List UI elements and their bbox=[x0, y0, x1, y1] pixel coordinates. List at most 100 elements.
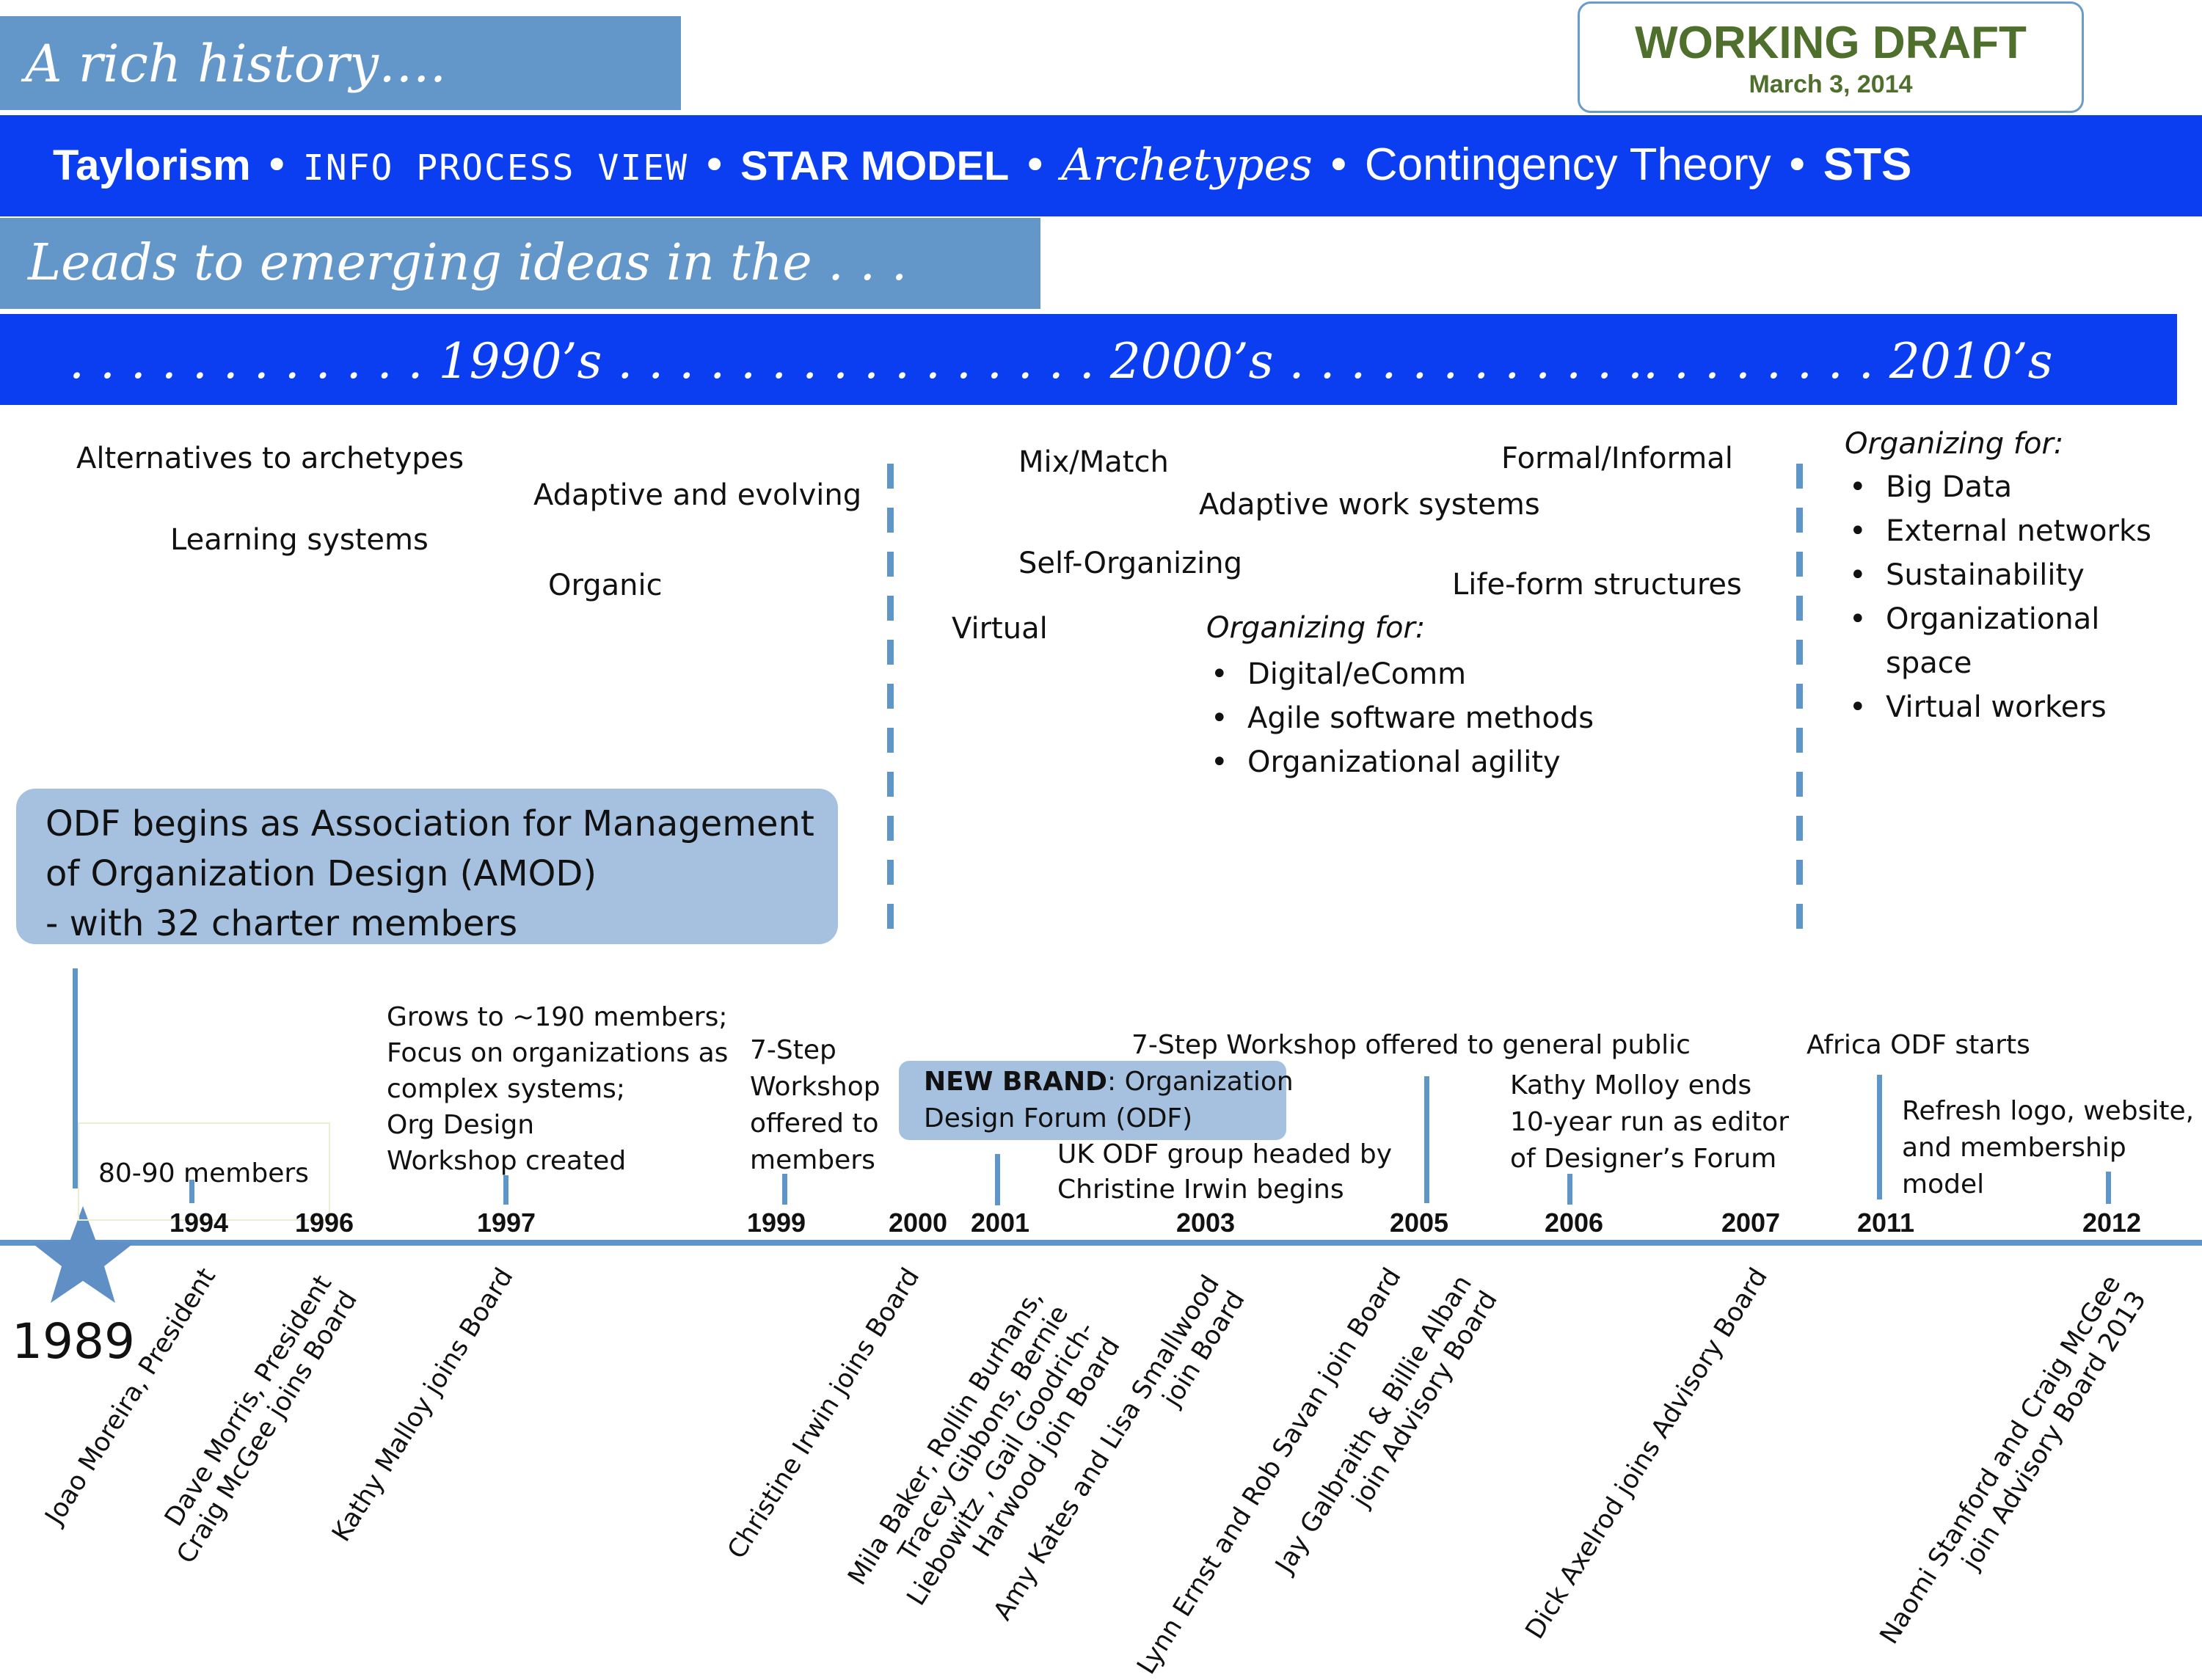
bullet-item: Virtual workers bbox=[1845, 685, 2151, 729]
board-line: join Advisory Board bbox=[1346, 1286, 1503, 1513]
new-brand-bold: NEW BRAND bbox=[924, 1067, 1107, 1097]
theory-sts: STS bbox=[1823, 139, 1912, 190]
event-members-8090: 80-90 members bbox=[98, 1158, 309, 1188]
theories-band: Taylorism • INFO PROCESS VIEW • STAR MOD… bbox=[0, 115, 2202, 216]
decades-row: . . . . . . . . . . . . 1990’s . . . . .… bbox=[69, 333, 2053, 390]
event-line: Workshop bbox=[750, 1072, 881, 1102]
timeline-tick bbox=[1877, 1075, 1882, 1199]
bullet-sep: • bbox=[1326, 140, 1352, 190]
idea-mixmatch: Mix/Match bbox=[1018, 445, 1169, 479]
odf-origin-box: ODF begins as Association for Management… bbox=[16, 789, 838, 944]
event-line: of Designer’s Forum bbox=[1510, 1144, 1777, 1174]
year-label: 2005 bbox=[1389, 1208, 1449, 1238]
bullet-sep: • bbox=[701, 140, 727, 190]
timeline-axis bbox=[0, 1240, 2202, 1246]
bullet-item: External networks bbox=[1845, 509, 2151, 553]
odf-line: - with 32 charter members bbox=[45, 903, 518, 944]
board-axelrod: Dick Axelrod joins Advisory Board bbox=[1520, 1263, 1774, 1645]
event-molloy: Kathy Molloy ends 10-year run as editor … bbox=[1510, 1067, 1789, 1177]
leads-band: Leads to emerging ideas in the . . . bbox=[0, 218, 1040, 309]
leads-text: Leads to emerging ideas in the . . . bbox=[28, 234, 908, 292]
year-label: 2011 bbox=[1856, 1208, 1915, 1238]
event-line: Christine Irwin begins bbox=[1057, 1175, 1344, 1205]
event-line: 7-Step bbox=[750, 1035, 836, 1065]
event-7step-members: 7-Step Workshop offered to members bbox=[750, 1032, 881, 1179]
idea-learning: Learning systems bbox=[170, 523, 429, 557]
year-label: 2006 bbox=[1544, 1208, 1604, 1238]
year-label: 1999 bbox=[746, 1208, 806, 1238]
new-brand-line1: NEW BRAND: Organization bbox=[924, 1064, 1294, 1100]
board-line: join Advisory Board 2013 bbox=[1956, 1286, 2152, 1575]
new-brand-rest: : Organization bbox=[1107, 1067, 1294, 1097]
event-7step-public: 7-Step Workshop offered to general publi… bbox=[1131, 1030, 1691, 1060]
idea-lifeform: Life-form structures bbox=[1452, 568, 1742, 602]
event-line: Grows to ~190 members; bbox=[387, 1002, 728, 1032]
bullet-item: Digital/eComm bbox=[1206, 652, 1594, 696]
year-label: 2000 bbox=[888, 1208, 948, 1238]
idea-self-organizing: Self-Organizing bbox=[1018, 547, 1242, 580]
timeline-tick bbox=[1567, 1174, 1572, 1205]
timeline-tick bbox=[782, 1174, 787, 1205]
board-stanford: Naomi Stanford and Craig McGee join Advi… bbox=[1874, 1270, 2153, 1665]
year-label: 1997 bbox=[476, 1208, 536, 1238]
bullet-list-2010s: Big Data External networks Sustainabilit… bbox=[1845, 465, 2151, 729]
star-icon bbox=[32, 1206, 134, 1303]
event-grows: Grows to ~190 members; Focus on organiza… bbox=[387, 999, 728, 1179]
new-brand-box: NEW BRAND: Organization Design Forum (OD… bbox=[899, 1061, 1294, 1140]
odf-line: ODF begins as Association for Management bbox=[45, 803, 814, 844]
board-line: Naomi Stanford and Craig McGee bbox=[1874, 1270, 2126, 1650]
bullet-list-2000s: Digital/eComm Agile software methods Org… bbox=[1206, 652, 1594, 784]
theories-row: Taylorism • INFO PROCESS VIEW • STAR MOD… bbox=[53, 140, 1911, 190]
theory-archetypes: Archetypes bbox=[1061, 139, 1313, 191]
new-brand-line2: Design Forum (ODF) bbox=[924, 1103, 1193, 1133]
theory-star-model: STAR MODEL bbox=[740, 142, 1010, 189]
timeline-tick bbox=[73, 968, 78, 1188]
event-line: offered to bbox=[750, 1109, 879, 1139]
event-line: Kathy Molloy ends bbox=[1510, 1070, 1752, 1100]
event-line: Refresh logo, website, bbox=[1902, 1096, 2195, 1126]
event-africa: Africa ODF starts bbox=[1807, 1030, 2030, 1060]
theory-contingency: Contingency Theory bbox=[1364, 139, 1771, 190]
decade-1990s: 1990’s bbox=[438, 333, 602, 390]
decade-dots: . . . . . . . . . . . . bbox=[69, 333, 423, 390]
bullet-sep: • bbox=[264, 140, 290, 190]
bullet-item: Agile software methods bbox=[1206, 696, 1594, 740]
event-line: Workshop created bbox=[387, 1146, 627, 1176]
event-line: Focus on organizations as bbox=[387, 1038, 729, 1068]
year-label: 1994 bbox=[169, 1208, 229, 1238]
bullet-item: Big Data bbox=[1845, 465, 2151, 509]
timeline-tick bbox=[189, 1180, 194, 1203]
decade-divider bbox=[887, 464, 894, 941]
idea-organic: Organic bbox=[548, 569, 663, 602]
members-8090-box bbox=[78, 1122, 330, 1221]
year-label: 2007 bbox=[1721, 1208, 1781, 1238]
decades-band: . . . . . . . . . . . . 1990’s . . . . .… bbox=[0, 314, 2177, 405]
decade-dots: . . . . . . . . . . . .. . . . . . . . bbox=[1288, 333, 1874, 390]
event-uk-odf: UK ODF group headed by Christine Irwin b… bbox=[1057, 1137, 1392, 1208]
timeline-tick bbox=[2106, 1172, 2111, 1204]
odf-line: of Organization Design (AMOD) bbox=[45, 853, 597, 894]
bullet-sep: • bbox=[1784, 140, 1810, 190]
theory-info-process: INFO PROCESS VIEW bbox=[302, 147, 689, 189]
decade-2000s: 2000’s bbox=[1109, 333, 1274, 390]
event-line: UK ODF group headed by bbox=[1057, 1139, 1393, 1169]
event-line: complex systems; bbox=[387, 1074, 626, 1104]
title-band: A rich history…. bbox=[0, 16, 681, 110]
bullet-item: Sustainability bbox=[1845, 553, 2151, 597]
organizing-for-2010s: Organizing for: bbox=[1845, 427, 2064, 461]
event-line: and membership model bbox=[1902, 1133, 2126, 1199]
idea-adaptive: Adaptive and evolving bbox=[533, 478, 862, 512]
theory-taylorism: Taylorism bbox=[53, 142, 251, 189]
year-label: 2001 bbox=[970, 1208, 1030, 1238]
bullet-continuation: space bbox=[1886, 646, 1972, 680]
event-line: members bbox=[750, 1145, 875, 1175]
year-label: 2012 bbox=[2082, 1208, 2142, 1238]
year-label: 2003 bbox=[1175, 1208, 1236, 1238]
draft-date: March 3, 2014 bbox=[1749, 70, 1913, 98]
decade-divider bbox=[1796, 464, 1803, 941]
working-draft-box: WORKING DRAFT March 3, 2014 bbox=[1578, 1, 2084, 113]
bullet-sep: • bbox=[1022, 140, 1048, 190]
page-title: A rich history…. bbox=[25, 34, 447, 94]
decade-dots: . . . . . . . . . . . . . . . . bbox=[617, 333, 1095, 390]
idea-virtual: Virtual bbox=[952, 612, 1048, 646]
